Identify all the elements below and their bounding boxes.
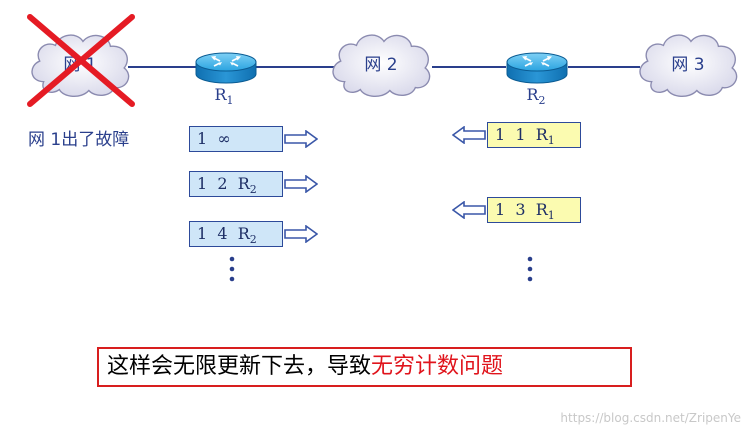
route-net: 1: [197, 174, 208, 193]
route-next-hop-sub: 2: [249, 183, 257, 197]
network-3-cloud: 网 3: [639, 34, 738, 98]
ellipsis-icon: [527, 256, 533, 282]
route-distance: 4: [217, 224, 228, 243]
route-net: 1: [495, 200, 506, 219]
network-2-label: 网 2: [364, 55, 397, 75]
network-3-label: 网 3: [671, 55, 704, 75]
fault-note: 网 1出了故障: [28, 130, 130, 150]
caption-highlight: 无穷计数问题: [371, 354, 504, 379]
send-arrow-icon: [284, 130, 318, 148]
conclusion-caption: 这样会无限更新下去，导致无穷计数问题: [97, 347, 632, 387]
router-r1-icon: [195, 52, 257, 84]
network-2-cloud: 网 2: [332, 34, 431, 98]
route-distance: 3: [515, 200, 526, 219]
router-r2-label: R2: [526, 85, 545, 107]
route-next-hop: R: [535, 200, 548, 219]
router-r1-label: R1: [214, 85, 233, 107]
route-distance: ∞: [217, 129, 231, 148]
route-next-hop-sub: 1: [547, 209, 555, 223]
route-next-hop: R: [237, 224, 250, 243]
r1-update-row: 1 2 R2: [189, 171, 283, 197]
route-next-hop: R: [237, 174, 250, 193]
r2-update-row: 1 3 R1: [487, 197, 581, 223]
r1-update-row: 1 4 R2: [189, 221, 283, 247]
route-distance: 2: [217, 174, 228, 193]
route-distance: 1: [515, 125, 526, 144]
receive-arrow-icon: [452, 126, 486, 144]
r2-update-row: 1 1 R1: [487, 122, 581, 148]
route-net: 1: [495, 125, 506, 144]
r1-update-row: 1 ∞: [189, 126, 283, 152]
ellipsis-icon: [229, 256, 235, 282]
route-net: 1: [197, 129, 208, 148]
failure-cross-icon: [27, 14, 135, 107]
caption-prefix: 这样会无限更新下去，导致: [107, 354, 372, 379]
send-arrow-icon: [284, 225, 318, 243]
receive-arrow-icon: [452, 201, 486, 219]
send-arrow-icon: [284, 175, 318, 193]
watermark: https://blog.csdn.net/ZripenYe: [560, 411, 741, 425]
route-next-hop: R: [535, 125, 548, 144]
router-r2-icon: [506, 52, 568, 84]
route-next-hop-sub: 2: [249, 233, 257, 247]
route-next-hop-sub: 1: [547, 134, 555, 148]
route-net: 1: [197, 224, 208, 243]
